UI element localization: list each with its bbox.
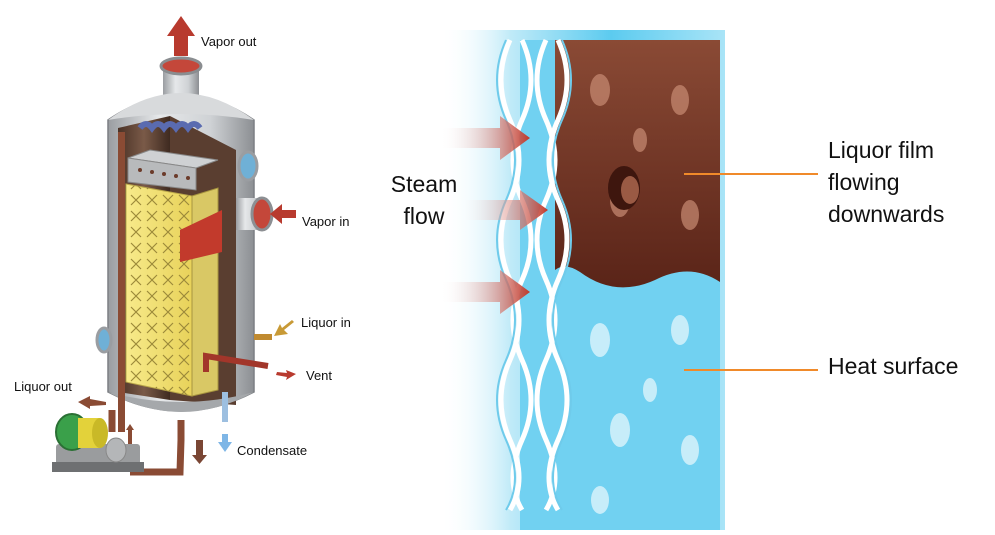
- liquor-out-label: Liquor out: [14, 379, 72, 394]
- liquor-film-label: Liquor film flowing downwards: [828, 137, 945, 227]
- vent-arrow: [276, 370, 296, 380]
- vapor-in-arrow: [270, 204, 296, 224]
- condensate-label: Condensate: [237, 443, 308, 458]
- liquor-film-area: [555, 40, 720, 288]
- liquor-in-arrow: [274, 320, 294, 336]
- vent-label: Vent: [306, 368, 333, 383]
- condensate-arrow: [218, 434, 232, 452]
- steam-flow-arrows: [440, 116, 548, 314]
- vapor-out-arrow: [167, 16, 195, 56]
- plate-film-closeup: [440, 30, 818, 530]
- steam-flow-label: Steam flow: [390, 171, 458, 229]
- evaporator-vessel: [52, 16, 296, 476]
- heat-surface-label: Heat surface: [828, 353, 959, 379]
- vapor-in-label: Vapor in: [302, 214, 350, 229]
- liquor-in-label: Liquor in: [301, 315, 351, 330]
- vapor-out-label: Vapor out: [201, 34, 257, 49]
- liquor-out-arrow: [78, 396, 106, 409]
